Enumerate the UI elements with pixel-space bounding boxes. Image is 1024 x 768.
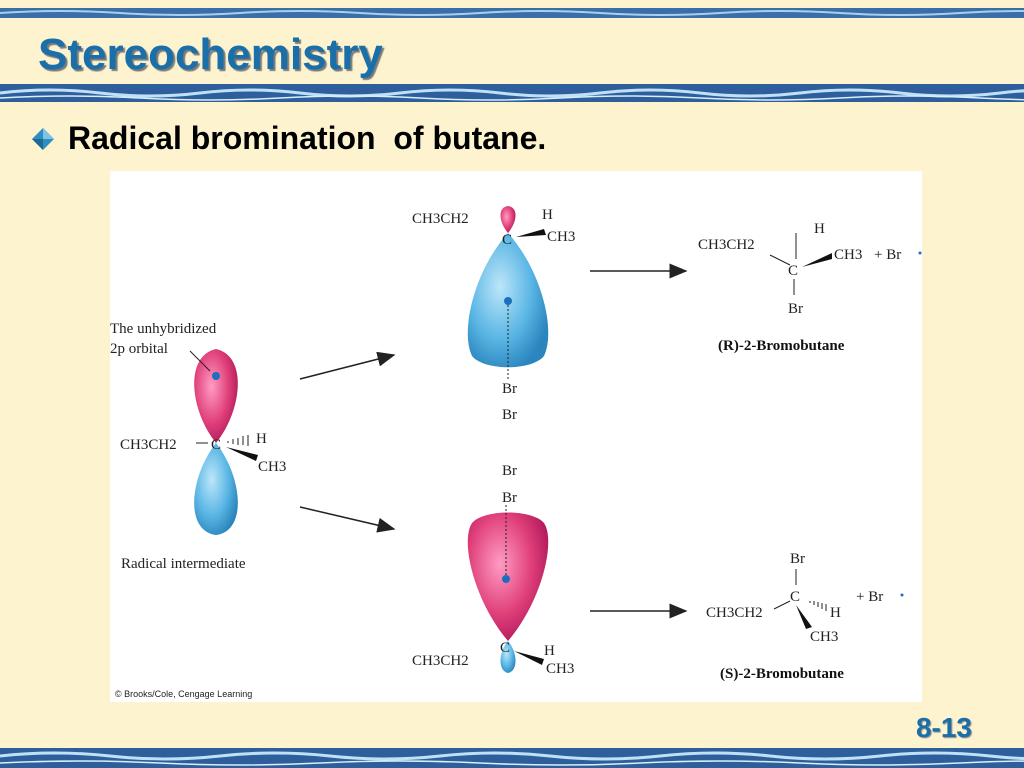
bullet-text: Radical bromination of butane. xyxy=(68,120,547,156)
bottom-transition-structure: Br Br C CH3CH2 H CH3 xyxy=(412,463,574,677)
upper-pink-lobe xyxy=(194,349,238,443)
orbital-label-line2: 2p orbital xyxy=(110,341,168,357)
page-number: 8-13 xyxy=(915,712,972,743)
copyright-credit: © Brooks/Cole, Cengage Learning xyxy=(115,689,253,699)
top-br1-label: Br xyxy=(502,381,517,397)
s-methyl-label: CH3 xyxy=(810,629,838,645)
bromination-figure: The unhybridized 2p orbital CH3CH2 C H C… xyxy=(110,171,922,702)
hashed-bond xyxy=(227,435,249,446)
s-h-label: H xyxy=(830,605,841,621)
r-product: CH3CH2 C H CH3 + Br Br (R)-2-Bromobutane xyxy=(698,221,922,354)
left-ethyl-label: CH3CH2 xyxy=(120,437,177,453)
r-br-label: Br xyxy=(788,301,803,317)
top-br2-label: Br xyxy=(502,407,517,423)
bottom-h-label: H xyxy=(544,643,555,659)
bottom-decorative-band xyxy=(0,748,1024,768)
r-plus-br: + Br xyxy=(874,247,901,263)
bottom-br1-label: Br xyxy=(502,463,517,479)
diamond-bullet-icon xyxy=(32,127,54,150)
top-ethyl-label: CH3CH2 xyxy=(412,211,469,227)
electron-dot xyxy=(212,372,220,380)
radical-caption: Radical intermediate xyxy=(121,556,246,572)
s-carbon-label: C xyxy=(790,589,800,605)
r-carbon-label: C xyxy=(788,263,798,279)
top-h-label: H xyxy=(542,207,553,223)
left-carbon-label: C xyxy=(211,437,221,453)
slide-title: Stereochemistry xyxy=(38,30,383,79)
s-br-label: Br xyxy=(790,551,805,567)
r-h-label: H xyxy=(814,221,825,237)
wedge-bond xyxy=(226,447,258,461)
lower-blue-lobe xyxy=(194,443,238,535)
left-h-label: H xyxy=(256,431,267,447)
top-methyl-label: CH3 xyxy=(547,229,575,245)
r-methyl-label: CH3 xyxy=(834,247,862,263)
bottom-br2-label: Br xyxy=(502,490,517,506)
title-underline-band xyxy=(0,84,1024,102)
bottom-carbon-label: C xyxy=(500,640,510,656)
top-carbon-label: C xyxy=(502,232,512,248)
top-decorative-band xyxy=(0,8,1024,18)
bottom-methyl-label: CH3 xyxy=(546,661,574,677)
s-product-name: (S)-2-Bromobutane xyxy=(720,666,844,682)
radical-intermediate: The unhybridized 2p orbital CH3CH2 C H C… xyxy=(110,321,286,572)
bullet-point: Radical bromination of butane. xyxy=(30,120,546,157)
upper-attack-arrow xyxy=(299,351,396,380)
s-product: Br C + Br CH3CH2 H CH3 (S)-2-Bromobutane xyxy=(706,551,904,682)
s-ethyl-label: CH3CH2 xyxy=(706,605,763,621)
left-methyl-label: CH3 xyxy=(258,459,286,475)
orbital-label-line1: The unhybridized xyxy=(110,321,217,337)
bottom-ethyl-label: CH3CH2 xyxy=(412,653,469,669)
r-product-name: (R)-2-Bromobutane xyxy=(718,338,845,354)
lower-attack-arrow xyxy=(299,506,396,533)
s-plus-br: + Br xyxy=(856,589,883,605)
top-transition-structure: CH3CH2 C H CH3 Br Br xyxy=(412,206,575,423)
r-ethyl-label: CH3CH2 xyxy=(698,237,755,253)
